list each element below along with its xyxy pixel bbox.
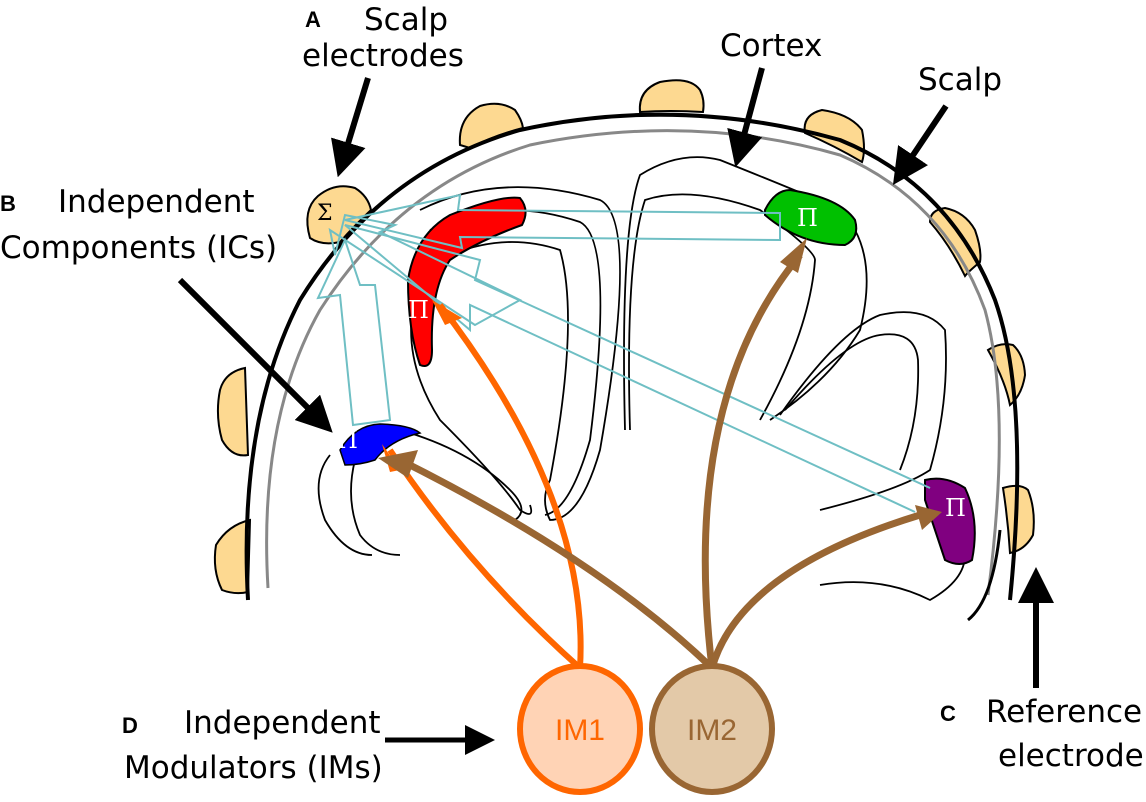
- im2-modulation: [398, 252, 922, 671]
- cortex-fold: [317, 454, 373, 556]
- arrow-scalp: [892, 104, 949, 185]
- skull-outline: [265, 129, 1001, 596]
- product-symbol-red: Π: [408, 296, 429, 324]
- cortex-label: Cortex: [720, 28, 822, 64]
- label-a: A Scalp electrodes: [302, 2, 464, 74]
- im2-arrowhead-blue: [378, 450, 418, 478]
- modulator-im1: IM1: [517, 663, 643, 795]
- scalp-label: Scalp: [918, 62, 1002, 98]
- electrode: [638, 79, 705, 114]
- product-symbol-purple: Π: [945, 494, 966, 522]
- scalp-electrodes: [213, 79, 1035, 595]
- im2-label: IM2: [687, 714, 737, 747]
- im2-arrowhead-green: [780, 238, 807, 273]
- label-b: B Independent Components (ICs): [0, 184, 277, 266]
- im1-modulation: [387, 303, 584, 671]
- label-a-line2: electrodes: [302, 38, 464, 74]
- electrode: [213, 518, 252, 595]
- pointer-arrows: [177, 67, 1054, 755]
- im1-arrowhead-red: [432, 300, 462, 325]
- ic-purple: [924, 477, 976, 565]
- cortex-fold: [410, 279, 533, 515]
- ic-blue: [339, 423, 422, 466]
- label-b-line1: Independent: [58, 184, 255, 220]
- arrow-cortex: [727, 67, 765, 168]
- label-d-line2: Modulators (IMs): [124, 750, 383, 786]
- product-symbol-green: Π: [797, 204, 818, 232]
- im1-circle: [517, 663, 643, 795]
- letter-c: C: [940, 701, 956, 726]
- cortex-fold: [784, 333, 920, 471]
- label-c-line1: Reference: [986, 694, 1142, 730]
- electrode: [306, 185, 373, 245]
- ic-green: [764, 188, 858, 247]
- label-scalp: Scalp: [918, 62, 1002, 98]
- cortex-fold: [623, 156, 868, 431]
- cortex-fold: [399, 429, 523, 521]
- cortex-fold: [350, 459, 401, 556]
- electrode: [216, 366, 250, 457]
- projection-arrow-blue: [316, 237, 392, 427]
- arrow-scalp-electrodes: [331, 77, 371, 178]
- label-c: C Reference electrode: [940, 694, 1144, 774]
- cortex-fold: [628, 193, 816, 431]
- electrode: [1001, 484, 1035, 555]
- im1-label: IM1: [555, 714, 605, 747]
- im2-arrowhead-purple: [915, 505, 942, 530]
- im2-to-green-line: [701, 252, 803, 669]
- projection-arrow-purple: [344, 224, 931, 513]
- label-c-line2: electrode: [998, 738, 1144, 774]
- arrow-ics: [177, 277, 333, 433]
- modulator-im2: IM2: [649, 663, 775, 795]
- label-d-line1: Independent: [184, 705, 381, 741]
- scalp-outline: [244, 112, 1020, 601]
- letter-b: B: [0, 191, 16, 216]
- projection-arrow-green: [344, 193, 781, 250]
- im1-to-red-line: [437, 303, 584, 669]
- label-b-line2: Components (ICs): [0, 230, 277, 266]
- ic-red: [406, 196, 527, 367]
- im2-to-blue-line: [398, 456, 715, 671]
- projection-arrow-red: [328, 213, 523, 327]
- ic-projections: [316, 193, 931, 513]
- cortex-fold: [779, 311, 947, 511]
- label-a-line1: Scalp: [364, 2, 448, 38]
- im2-circle: [649, 663, 775, 795]
- im1-to-blue-line: [387, 448, 582, 671]
- label-cortex: Cortex: [720, 28, 822, 64]
- electrode: [803, 108, 865, 164]
- letter-d: D: [122, 713, 138, 738]
- scalp-outline-lower-right: [967, 529, 1002, 622]
- letter-a: A: [305, 7, 321, 32]
- sum-symbol: Σ: [317, 201, 333, 226]
- label-d: D Independent Modulators (IMs): [122, 705, 383, 786]
- product-symbol-blue: Π: [337, 426, 358, 454]
- electrode: [928, 206, 982, 278]
- im2-to-purple-line: [708, 511, 922, 669]
